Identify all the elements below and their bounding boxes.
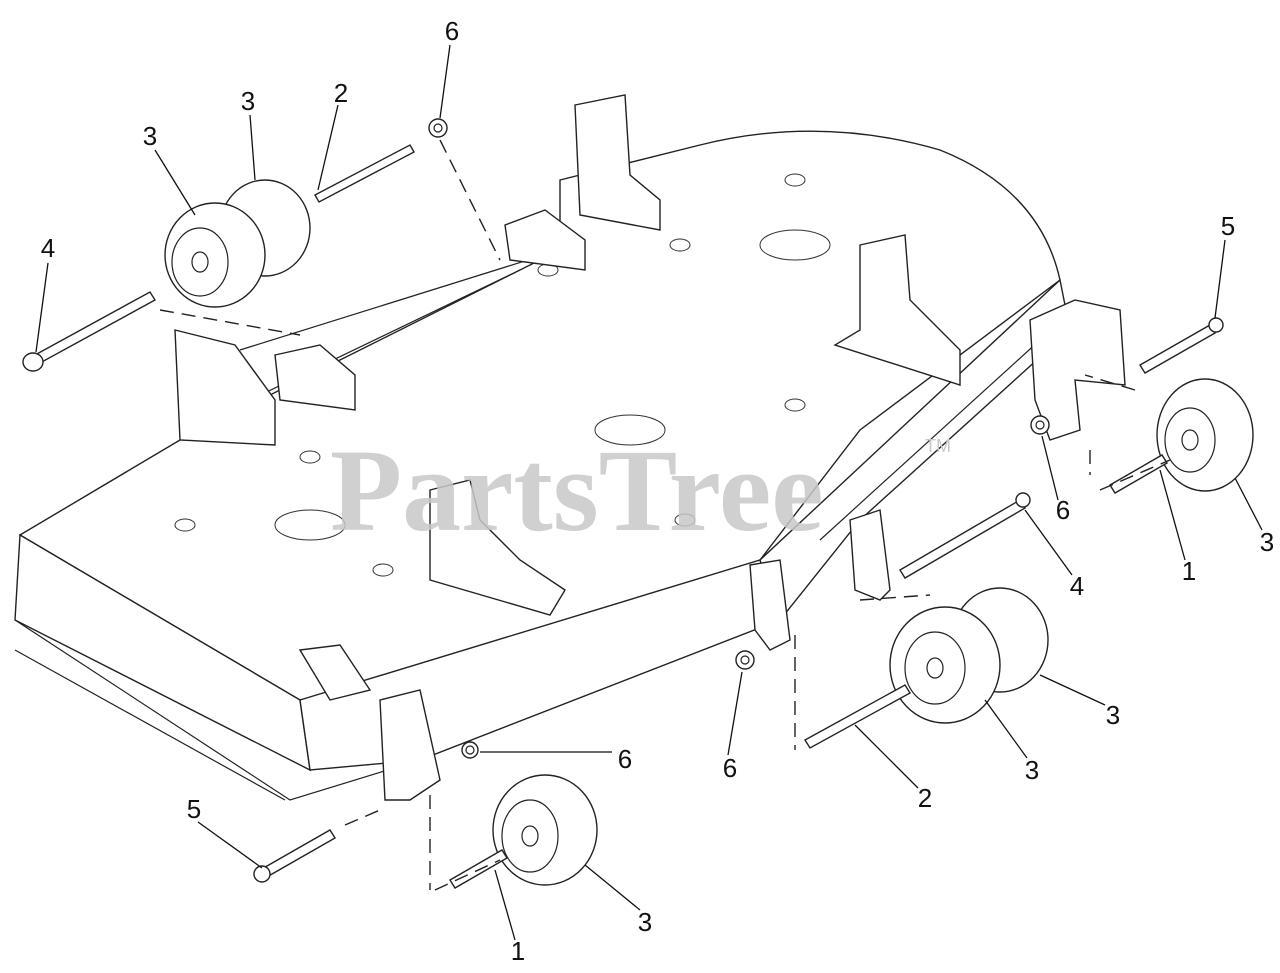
watermark: PartsTree TM (330, 425, 951, 556)
watermark-tm: TM (925, 436, 951, 456)
callout-2-c2: 2 (334, 78, 348, 108)
wheel-upper-left-rear (164, 179, 311, 308)
nuts (428, 118, 1050, 759)
callout-labels: 6 2 3 3 4 5 6 4 1 3 3 3 2 6 6 5 3 1 (41, 16, 1274, 966)
callout-3-c17: 3 (638, 907, 652, 937)
bolt-4-left (22, 291, 156, 372)
callout-2-c13: 2 (918, 783, 932, 813)
callout-3-c3: 3 (241, 86, 255, 116)
wheel-front-center (492, 774, 598, 886)
watermark-text: PartsTree (330, 425, 824, 556)
wheel-right-front-pair (889, 587, 1049, 724)
deck-brackets (174, 94, 1126, 801)
axle-spacer-1-front (449, 849, 508, 889)
callout-6-c7: 6 (1056, 495, 1070, 525)
leader-lines (35, 44, 1263, 941)
callout-3-c4: 3 (143, 121, 157, 151)
axle-pin-2-lower (804, 684, 911, 749)
callout-4-c5: 4 (41, 233, 55, 263)
callout-1-c18: 1 (511, 936, 525, 966)
bolt-5-right (1139, 317, 1224, 374)
axle-spacer-1-right (1109, 454, 1168, 494)
callout-4-c8: 4 (1070, 571, 1084, 601)
wheel-right-rear (1156, 378, 1254, 492)
callout-3-c10: 3 (1260, 527, 1274, 557)
assembly-lines (159, 139, 1171, 891)
axle-pin-2-upper (314, 144, 415, 203)
callout-6-c14: 6 (723, 753, 737, 783)
callout-5-c6: 5 (1221, 211, 1235, 241)
callout-5-c16: 5 (187, 794, 201, 824)
callout-6-c1: 6 (445, 16, 459, 46)
callout-3-c12: 3 (1025, 755, 1039, 785)
callout-6-c15: 6 (618, 744, 632, 774)
spindle-openings (174, 173, 831, 577)
callout-3-c11: 3 (1106, 700, 1120, 730)
bolt-5-left (253, 829, 336, 883)
bolt-4-right (899, 492, 1031, 579)
callout-1-c9: 1 (1182, 556, 1196, 586)
